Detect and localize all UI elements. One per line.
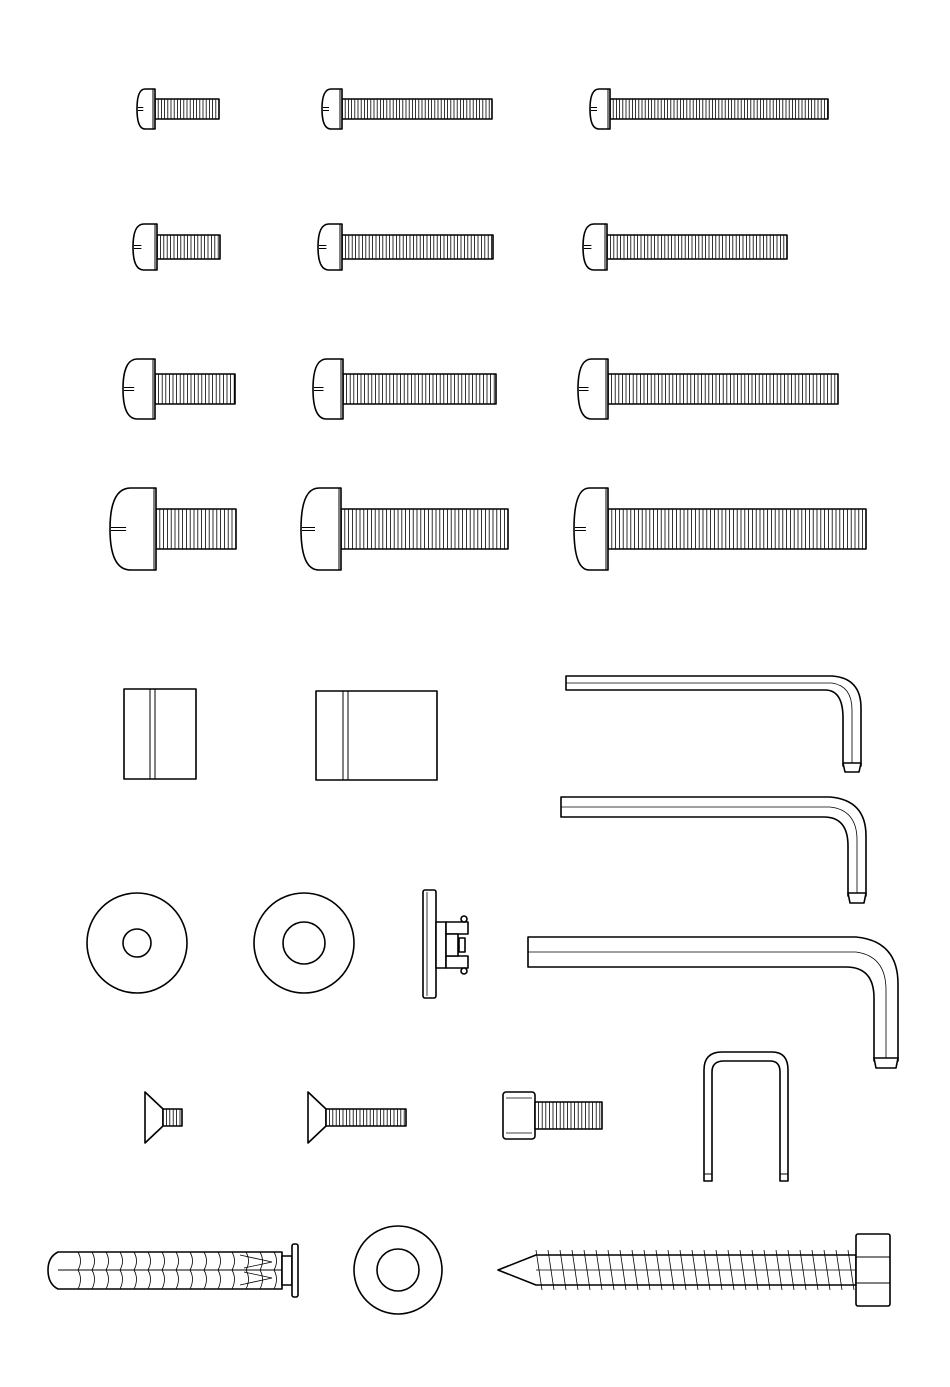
locking-clip xyxy=(423,890,468,998)
washer-small-hole xyxy=(87,893,187,993)
u-bracket xyxy=(704,1052,788,1181)
pan-head-screw-row4-long xyxy=(574,488,866,570)
hex-key-large xyxy=(528,937,898,1068)
hex-key-small xyxy=(566,676,861,772)
pan-head-screw-row4-medium xyxy=(301,488,508,570)
pan-head-screw-row1-medium xyxy=(322,89,492,129)
pan-head-screw-row4-short xyxy=(110,488,236,570)
pan-head-screw-row3-medium xyxy=(313,359,496,419)
washer-large-hole xyxy=(254,893,354,993)
socket-cap-screw xyxy=(503,1092,602,1139)
pan-head-screw-row1-short xyxy=(137,89,219,129)
pan-head-screw-row1-long xyxy=(590,89,828,129)
hex-lag-bolt xyxy=(498,1234,890,1306)
countersunk-screw-long xyxy=(308,1092,406,1143)
countersunk-screw-short xyxy=(145,1092,182,1143)
pan-head-screw-row2-medium xyxy=(318,224,493,270)
pan-head-screw-row2-short xyxy=(133,224,220,270)
wall-plug xyxy=(48,1244,298,1297)
pan-head-screw-row3-long xyxy=(578,359,838,419)
pan-head-screw-row3-short xyxy=(123,359,235,419)
pan-head-screw-row2-long xyxy=(583,224,787,270)
hex-key-medium xyxy=(561,797,866,903)
washer-thick xyxy=(354,1226,442,1314)
spacer-sleeve-long xyxy=(316,691,437,780)
spacer-sleeve-short xyxy=(124,689,196,779)
